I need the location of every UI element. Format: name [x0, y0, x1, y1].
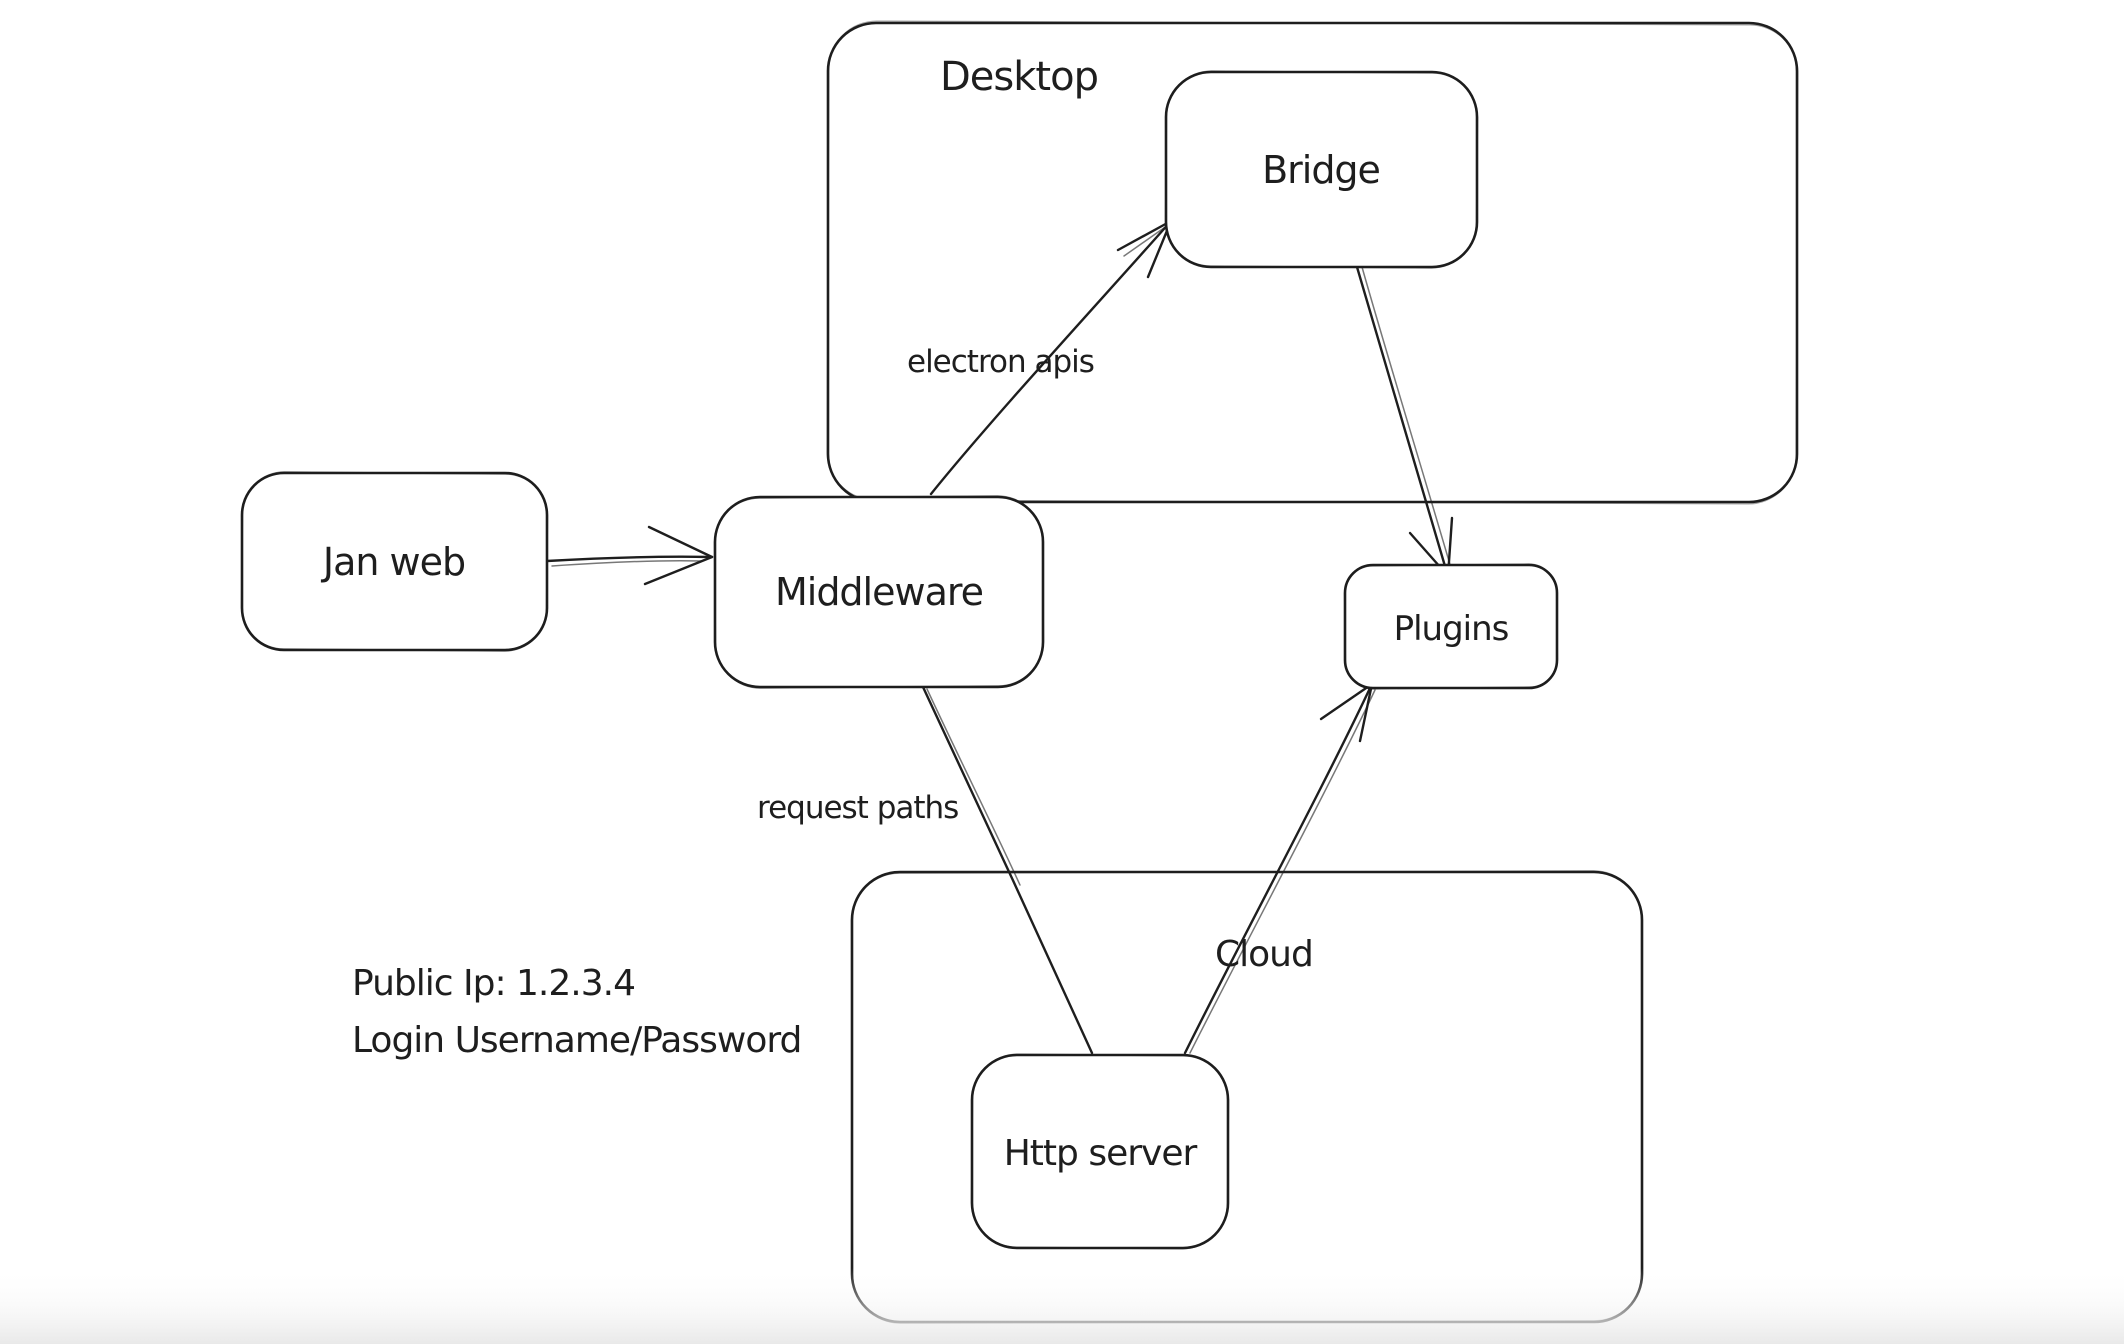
- node-bridge-label: Bridge: [1262, 148, 1380, 192]
- container-desktop[interactable]: Desktop: [826, 20, 1799, 505]
- node-middleware-label: Middleware: [775, 570, 983, 614]
- node-jan-web[interactable]: Jan web: [240, 471, 549, 652]
- page-bottom-fade: [0, 1268, 2124, 1344]
- node-plugins-label: Plugins: [1394, 609, 1509, 649]
- node-plugins[interactable]: Plugins: [1343, 563, 1559, 690]
- container-cloud-label: Cloud: [1215, 934, 1313, 975]
- node-http-server-label: Http server: [1004, 1133, 1198, 1174]
- arrowhead-arm: [1358, 682, 1374, 743]
- arrowhead-arm: [1116, 219, 1173, 252]
- edge-middleware-to-httpserver[interactable]: [921, 685, 1094, 1055]
- edge-label-request-paths: request paths: [757, 790, 958, 826]
- node-jan-web-label: Jan web: [321, 540, 465, 584]
- container-cloud[interactable]: Cloud: [850, 870, 1644, 1324]
- container-desktop-label: Desktop: [940, 54, 1098, 100]
- node-bridge[interactable]: Bridge: [1164, 70, 1479, 269]
- annotation-credentials[interactable]: Public Ip: 1.2.3.4 Login Username/Passwo…: [352, 963, 802, 1061]
- arrowhead-lower-arm: [643, 555, 714, 586]
- annotation-login: Login Username/Password: [352, 1020, 801, 1061]
- edge-janweb-to-middleware[interactable]: [545, 525, 714, 586]
- edge-bridge-to-plugins[interactable]: [1355, 265, 1454, 578]
- edge-httpserver-to-plugins[interactable]: [1183, 682, 1376, 1055]
- node-middleware[interactable]: Middleware: [713, 495, 1045, 689]
- arrowhead-upper-arm: [647, 525, 714, 559]
- edge-middleware-to-bridge[interactable]: [929, 219, 1173, 496]
- annotation-public-ip: Public Ip: 1.2.3.4: [352, 963, 635, 1004]
- edge-label-electron-apis: electron apis: [907, 344, 1094, 380]
- arrowhead-arm: [1319, 682, 1374, 721]
- node-http-server[interactable]: Http server: [970, 1053, 1230, 1250]
